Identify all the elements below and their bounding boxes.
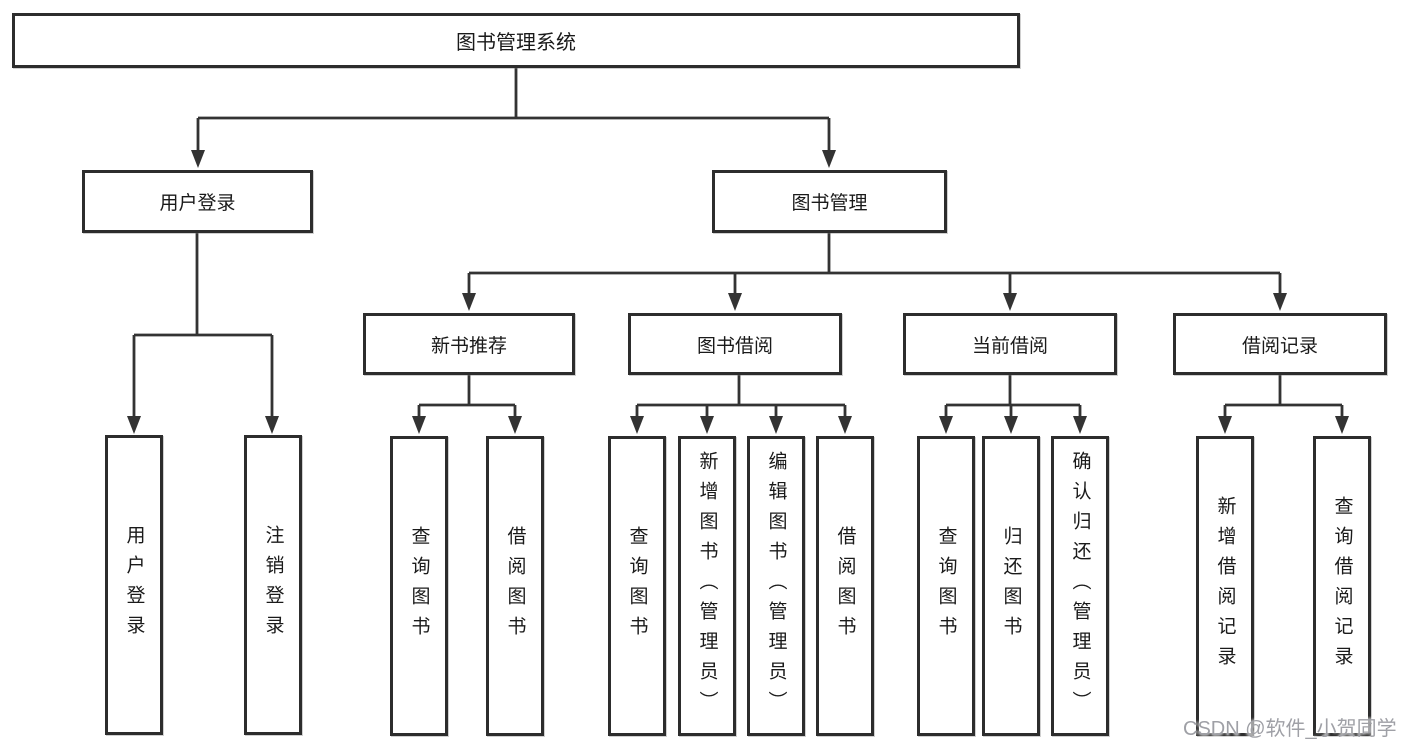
leaf-edit-books-admin-label: 编辑图书（管理员）	[765, 451, 787, 721]
csdn-watermark: CSDN @软件_小贺同学	[1183, 718, 1397, 740]
leaf-add-borrow-record: 新增借阅记录	[1196, 436, 1254, 736]
leaf-add-books-admin: 新增图书（管理员）	[678, 436, 736, 736]
leaf-user-login: 用户登录	[105, 435, 163, 735]
leaf-borrow-books-label: 借阅图书	[834, 526, 856, 646]
leaf-edit-books-admin: 编辑图书（管理员）	[747, 436, 805, 736]
leaf-query-books-current: 查询图书	[917, 436, 975, 736]
leaf-confirm-return-admin-label: 确认归还（管理员）	[1069, 451, 1091, 721]
node-book-borrow: 图书借阅	[628, 313, 842, 375]
leaf-borrow-books-recommend-label: 借阅图书	[504, 526, 526, 646]
leaf-query-books-borrow-label: 查询图书	[626, 526, 648, 646]
node-user-login: 用户登录	[82, 170, 313, 233]
leaf-query-books-borrow: 查询图书	[608, 436, 666, 736]
leaf-return-books-label: 归还图书	[1000, 526, 1022, 646]
leaf-query-books-recommend: 查询图书	[390, 436, 448, 736]
leaf-user-login-label: 用户登录	[123, 525, 145, 645]
leaf-logout-label: 注销登录	[262, 525, 284, 645]
node-new-book-recommend: 新书推荐	[363, 313, 575, 375]
leaf-confirm-return-admin: 确认归还（管理员）	[1051, 436, 1109, 736]
leaf-borrow-books-recommend: 借阅图书	[486, 436, 544, 736]
arrowheads	[127, 150, 1349, 434]
node-library-management-system: 图书管理系统	[12, 13, 1020, 68]
leaf-query-books-recommend-label: 查询图书	[408, 526, 430, 646]
leaf-add-borrow-record-label: 新增借阅记录	[1214, 496, 1236, 676]
leaf-query-borrow-record-label: 查询借阅记录	[1331, 496, 1353, 676]
leaf-borrow-books: 借阅图书	[816, 436, 874, 736]
node-borrow-records: 借阅记录	[1173, 313, 1387, 375]
node-current-borrow: 当前借阅	[903, 313, 1117, 375]
node-book-management: 图书管理	[712, 170, 947, 233]
leaf-query-borrow-record: 查询借阅记录	[1313, 436, 1371, 736]
leaf-return-books: 归还图书	[982, 436, 1040, 736]
leaf-query-books-current-label: 查询图书	[935, 526, 957, 646]
leaf-add-books-admin-label: 新增图书（管理员）	[696, 451, 718, 721]
leaf-logout: 注销登录	[244, 435, 302, 735]
